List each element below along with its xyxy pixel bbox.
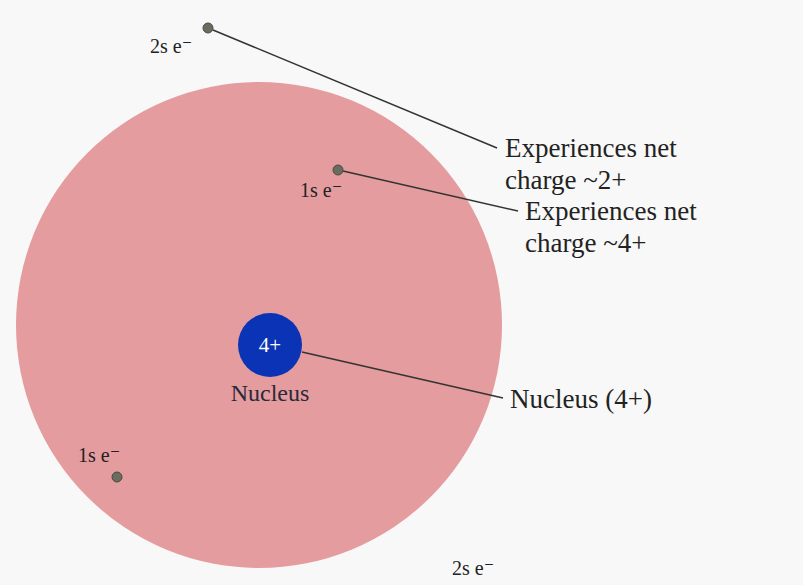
electron-label: 1s e⁻ [78,443,120,467]
nucleus-circle: 4+Nucleus [237,312,303,378]
electron-dot [112,472,122,482]
electron-label: 1s e⁻ [300,178,342,202]
leader-line [302,352,503,398]
electron-dot [203,23,213,33]
electron-dot [333,165,343,175]
charge-note: Experiences net charge ~2+ [505,132,715,197]
nucleus-disc [238,313,302,377]
leader-line [213,30,497,148]
nucleus-note: Nucleus (4+) [510,383,652,415]
nucleus-charge: 4+ [259,333,281,358]
electron-cloud [16,82,502,568]
electron-label: 2s e⁻ [150,34,192,58]
electron-label: 2s e⁻ [452,556,494,580]
nucleus-label: Nucleus [231,380,310,407]
leader-line [343,171,518,211]
charge-note: Experiences net charge ~4+ [525,195,735,260]
